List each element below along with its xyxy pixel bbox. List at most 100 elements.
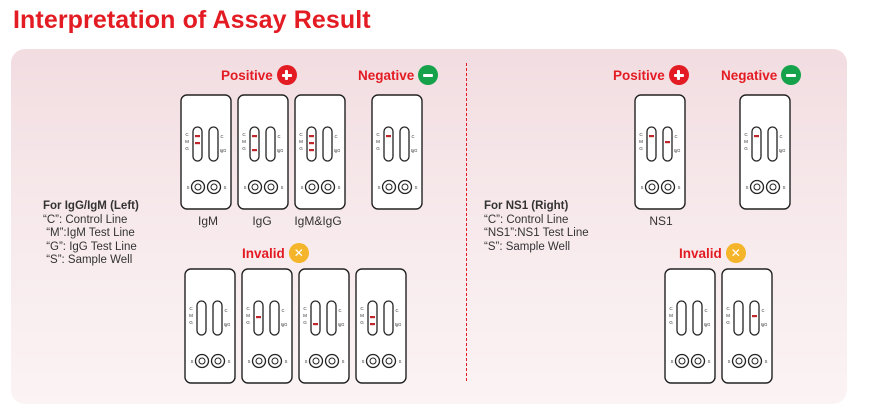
igg-side-marker: IgG xyxy=(674,148,681,153)
igg-side-marker: IgG xyxy=(411,148,418,153)
igg-side-marker: IgG xyxy=(277,148,284,153)
x-circle-icon xyxy=(288,243,309,263)
left-negative-header: Negative xyxy=(358,65,439,85)
test-line-c xyxy=(649,135,654,138)
control-marker: C xyxy=(299,132,303,137)
sample-well xyxy=(308,353,324,369)
igg-side-marker: IgG xyxy=(338,322,345,327)
igg-marker: G xyxy=(246,320,250,325)
sample-well xyxy=(251,353,267,369)
sample-marker: S xyxy=(248,359,251,364)
control-marker: C xyxy=(338,308,341,313)
cassette-body xyxy=(241,268,293,384)
sample-marker: S xyxy=(285,359,288,364)
right-positive-header: Positive xyxy=(613,65,689,85)
sample-marker: S xyxy=(678,185,681,190)
cassette-body xyxy=(294,94,346,210)
sample-well xyxy=(324,353,340,369)
sample-well xyxy=(194,353,210,369)
control-marker: C xyxy=(277,134,280,139)
control-marker: C xyxy=(189,306,193,311)
result-window xyxy=(749,300,760,336)
sample-marker: S xyxy=(305,359,308,364)
left-invalid-header: Invalid xyxy=(242,243,309,263)
result-window xyxy=(692,300,703,336)
sample-marker: S xyxy=(244,185,247,190)
control-marker: C xyxy=(639,132,643,137)
sample-well-inner xyxy=(308,183,316,191)
sample-marker: S xyxy=(224,185,227,190)
igg-marker: G xyxy=(299,146,303,151)
result-window xyxy=(662,126,673,162)
sample-marker: S xyxy=(708,359,711,364)
cassette-body xyxy=(298,268,350,384)
sample-marker: S xyxy=(338,185,341,190)
igg-marker: G xyxy=(639,146,643,151)
igg-side-marker: IgG xyxy=(220,148,227,153)
legend-line: “G”: IgG Test Line xyxy=(43,240,137,253)
control-marker: C xyxy=(185,132,189,137)
igg-side-marker: IgG xyxy=(334,148,341,153)
control-marker: C xyxy=(334,134,337,139)
igg-side-marker: IgG xyxy=(761,322,768,327)
sample-well xyxy=(747,353,763,369)
igg-side-marker: IgG xyxy=(704,322,711,327)
igm-marker: M xyxy=(299,139,303,144)
right-invalid-label: Invalid xyxy=(679,245,722,261)
sample-well xyxy=(749,179,765,195)
control-marker: C xyxy=(726,306,730,311)
sample-well-inner xyxy=(312,357,320,365)
control-marker: C xyxy=(303,306,307,311)
sample-well-inner xyxy=(324,183,332,191)
result-window xyxy=(399,126,410,162)
sample-well xyxy=(320,179,336,195)
test-line-m xyxy=(195,142,200,145)
control-marker: C xyxy=(704,308,707,313)
right-negative-header: Negative xyxy=(721,65,802,85)
igg-marker: G xyxy=(376,146,380,151)
sample-well-inner xyxy=(753,183,761,191)
left-positive-label: Positive xyxy=(221,67,273,83)
sample-well-inner xyxy=(769,183,777,191)
sample-well xyxy=(660,179,676,195)
cassette-body xyxy=(237,94,289,210)
sample-well xyxy=(674,353,690,369)
page-title: Interpretation of Assay Result xyxy=(13,6,371,34)
result-window xyxy=(646,126,657,162)
control-marker: C xyxy=(220,134,223,139)
sample-well-inner xyxy=(751,357,759,365)
legend-line: “S”: Sample Well xyxy=(43,254,133,267)
sample-well xyxy=(210,353,226,369)
legend-line: “NS1”:NS1 Test Line xyxy=(484,227,589,240)
test-line-g xyxy=(370,323,375,326)
cassette-body xyxy=(180,94,232,210)
control-marker: C xyxy=(744,132,748,137)
igg-marker: G xyxy=(744,146,748,151)
sample-well-inner xyxy=(369,357,377,365)
left-positive-header: Positive xyxy=(221,65,297,85)
sample-well xyxy=(304,179,320,195)
legend-line: “S”: Sample Well xyxy=(484,240,571,253)
sample-well-inner xyxy=(385,357,393,365)
igg-marker: G xyxy=(242,146,246,151)
sample-well-inner xyxy=(255,357,263,365)
igm-marker: M xyxy=(726,313,730,318)
sample-well-inner xyxy=(735,357,743,365)
result-window xyxy=(733,300,744,336)
result-window xyxy=(322,126,333,162)
sample-well xyxy=(206,179,222,195)
result-window xyxy=(265,126,276,162)
sample-well xyxy=(765,179,781,195)
igm-marker: M xyxy=(639,139,643,144)
igm-marker: M xyxy=(185,139,189,144)
sample-well xyxy=(267,353,283,369)
sample-well-inner xyxy=(210,183,218,191)
test-line-ns1 xyxy=(665,141,670,144)
test-line-ns1 xyxy=(752,315,757,318)
result-window xyxy=(212,300,223,336)
